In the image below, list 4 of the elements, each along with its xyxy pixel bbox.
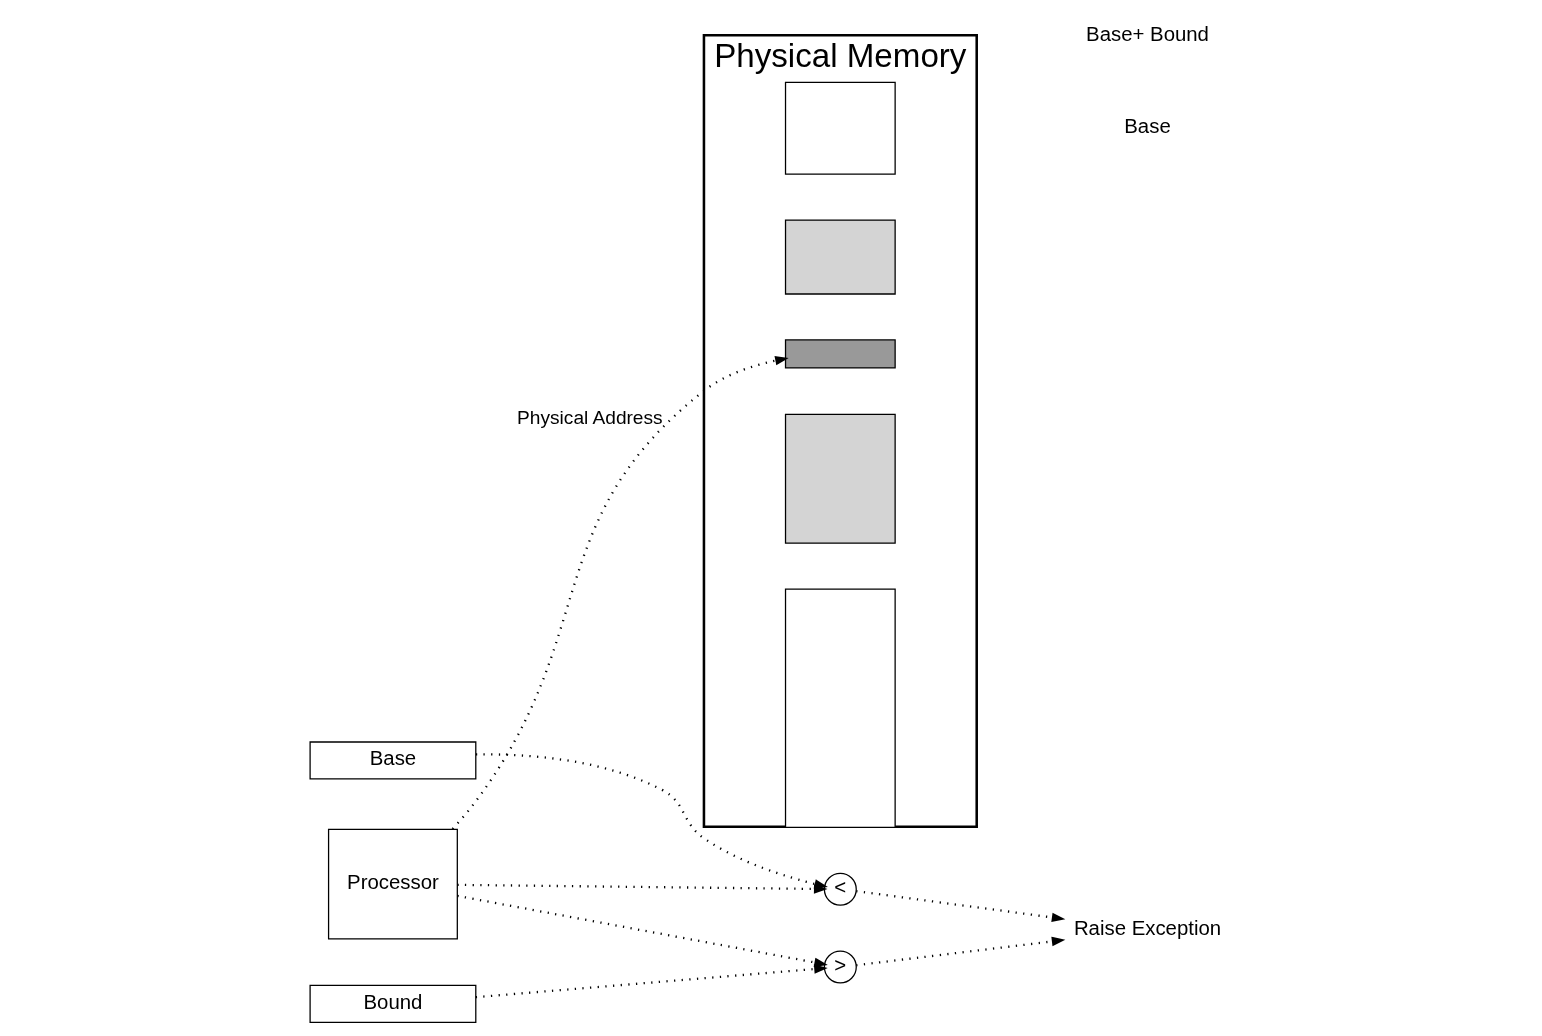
node-text: Raise Exception [1073,916,1221,939]
label: Base [1123,115,1171,138]
edge-label: Physical Address [516,407,663,428]
label: Base+ Bound [1085,23,1209,46]
